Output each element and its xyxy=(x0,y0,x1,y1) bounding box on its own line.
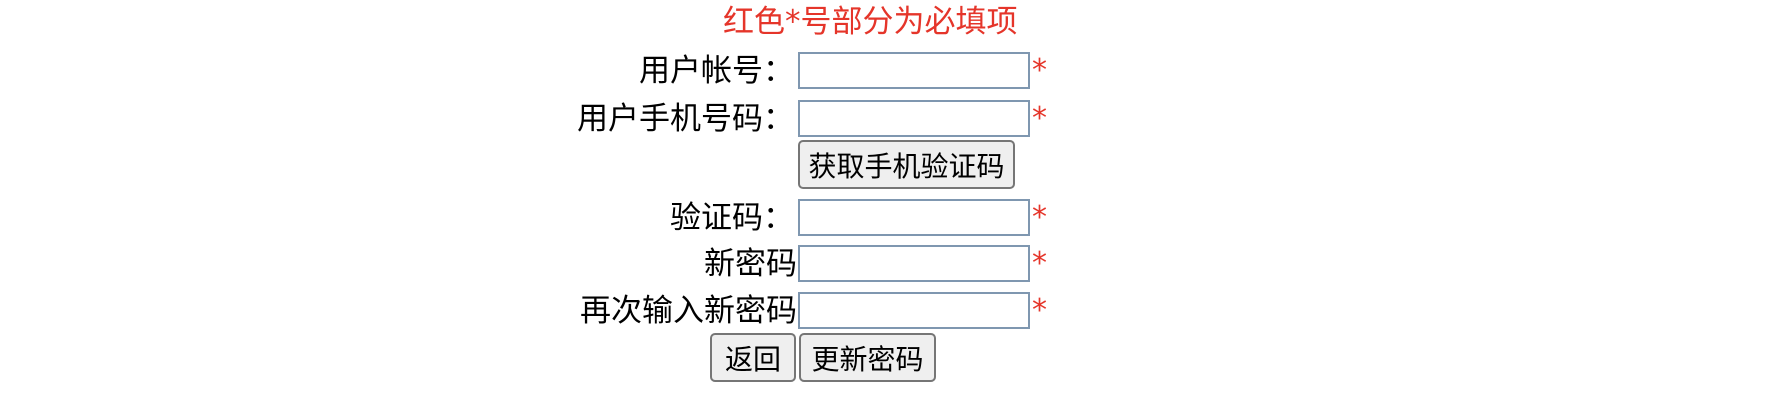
confirm-password-input[interactable] xyxy=(798,292,1030,329)
update-password-button[interactable]: 更新密码 xyxy=(799,333,936,382)
verification-code-label: 验证码： xyxy=(670,200,794,236)
new-password-label: 新密码 xyxy=(704,246,797,282)
row-phone-number: 用户手机号码： * xyxy=(0,99,1780,139)
required-asterisk: * xyxy=(1032,101,1047,136)
required-asterisk: * xyxy=(1032,200,1047,235)
phone-number-input[interactable] xyxy=(798,100,1030,137)
get-verification-code-button[interactable]: 获取手机验证码 xyxy=(798,140,1015,189)
required-asterisk: * xyxy=(1032,293,1047,328)
row-user-account: 用户帐号： * xyxy=(0,51,1780,91)
user-account-label: 用户帐号： xyxy=(639,53,794,89)
back-button[interactable]: 返回 xyxy=(710,333,796,382)
confirm-password-label: 再次输入新密码 xyxy=(580,293,797,329)
required-asterisk: * xyxy=(1032,246,1047,281)
row-new-password: 新密码 * xyxy=(0,244,1780,284)
required-asterisk: * xyxy=(1032,53,1047,88)
verification-code-input[interactable] xyxy=(798,199,1030,236)
user-account-input[interactable] xyxy=(798,52,1030,89)
row-verification-code: 验证码： * xyxy=(0,198,1780,238)
phone-number-label: 用户手机号码： xyxy=(577,101,794,137)
new-password-input[interactable] xyxy=(798,245,1030,282)
row-confirm-password: 再次输入新密码 * xyxy=(0,291,1780,331)
required-notice: 红色*号部分为必填项 xyxy=(723,4,1018,40)
